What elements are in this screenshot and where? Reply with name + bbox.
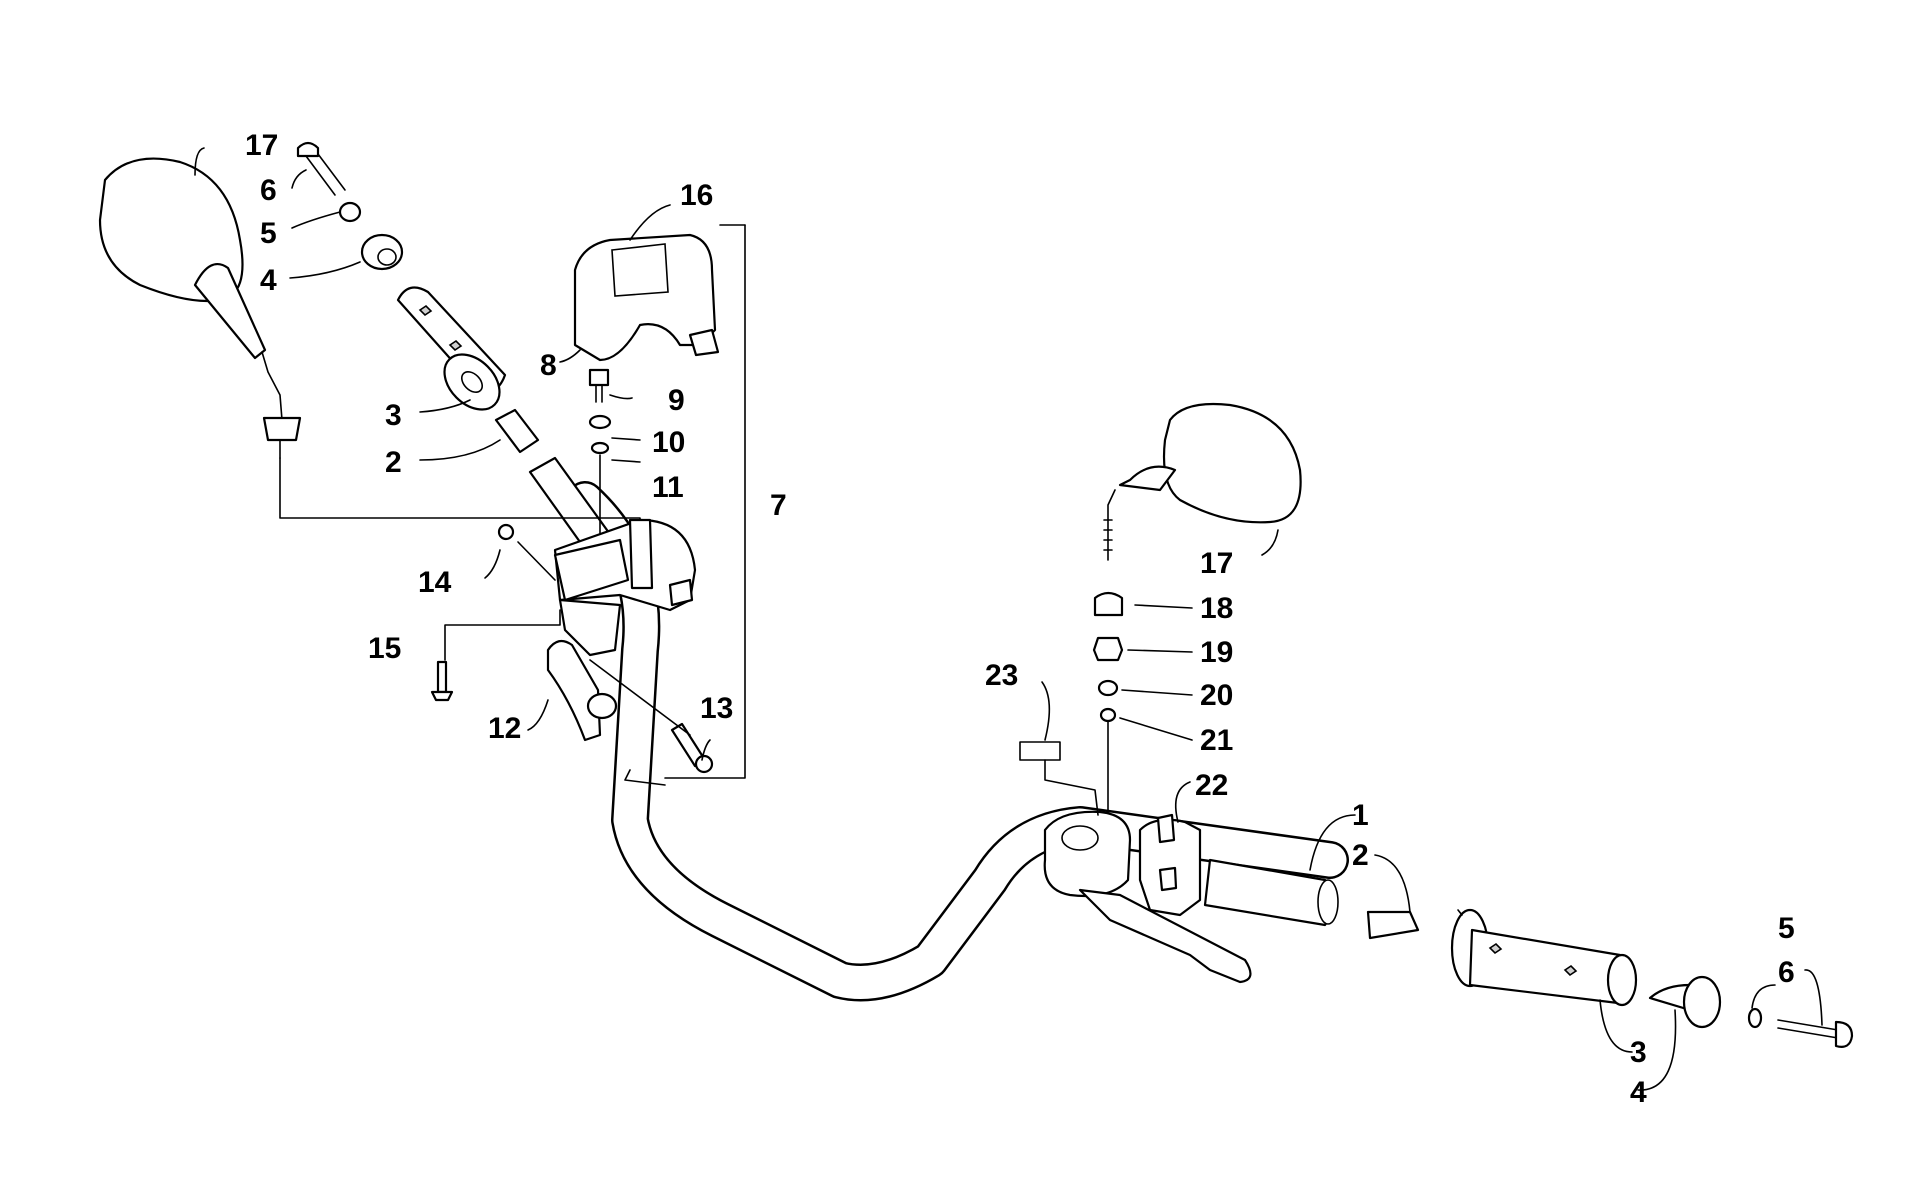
callout-5-left: 5	[260, 217, 277, 250]
callout-3-right: 3	[1630, 1036, 1647, 1069]
callout-17-right: 17	[1200, 547, 1233, 580]
callout-23-lines	[1019, 681, 1099, 816]
callout-15: 15	[368, 632, 401, 665]
callout-3-left: 3	[385, 399, 402, 432]
screws-left	[430, 523, 714, 774]
callout-2-right: 2	[1352, 839, 1369, 872]
sleeve-left	[494, 408, 540, 454]
callout-8: 8	[540, 349, 557, 382]
callout-9: 9	[668, 384, 685, 417]
callout-21: 21	[1200, 724, 1233, 757]
callout-labels: 17 6 5 4 3 2 16 8 9 10 11 7 14 15 12 13 …	[245, 129, 1795, 1109]
callout-12: 12	[488, 712, 521, 745]
lever-bracket	[546, 598, 622, 742]
callout-leaders	[194, 147, 711, 761]
callout-11: 11	[652, 471, 684, 504]
callout-6-right: 6	[1778, 956, 1795, 989]
grip-left	[396, 286, 507, 411]
callout-17-left: 17	[245, 129, 278, 162]
callout-14: 14	[418, 566, 452, 599]
mirror-right	[1103, 402, 1302, 561]
callout-23: 23	[985, 659, 1018, 692]
callout-13: 13	[700, 692, 733, 725]
callout-5-right: 5	[1778, 912, 1795, 945]
leader-lines-left	[279, 224, 746, 786]
grip-right	[1450, 908, 1638, 1007]
left-bar-end-parts	[296, 141, 404, 271]
callout-7: 7	[770, 489, 787, 522]
callout-4-right: 4	[1630, 1076, 1647, 1109]
callout-1: 1	[1352, 799, 1369, 832]
callout-16: 16	[680, 179, 713, 212]
right-bar-end	[1203, 858, 1339, 927]
mirror-mount-parts	[1092, 591, 1124, 816]
right-end-parts	[1648, 975, 1854, 1048]
callout-leaders-right	[1119, 529, 1823, 1091]
callout-2-left: 2	[385, 446, 402, 479]
brake-master-cylinder	[1043, 810, 1252, 984]
sleeve-right	[1366, 910, 1420, 940]
callout-6-left: 6	[260, 174, 277, 207]
screw-washer-parts	[588, 368, 612, 566]
callout-19: 19	[1200, 636, 1233, 669]
callout-22: 22	[1195, 769, 1228, 802]
callout-4-left: 4	[260, 264, 277, 297]
mirror-left	[98, 157, 302, 459]
callout-18: 18	[1200, 592, 1233, 625]
callout-20: 20	[1200, 679, 1233, 712]
switch-housing-cover	[573, 233, 720, 362]
switch-housing-lower	[553, 518, 697, 612]
callout-10: 10	[652, 426, 685, 459]
